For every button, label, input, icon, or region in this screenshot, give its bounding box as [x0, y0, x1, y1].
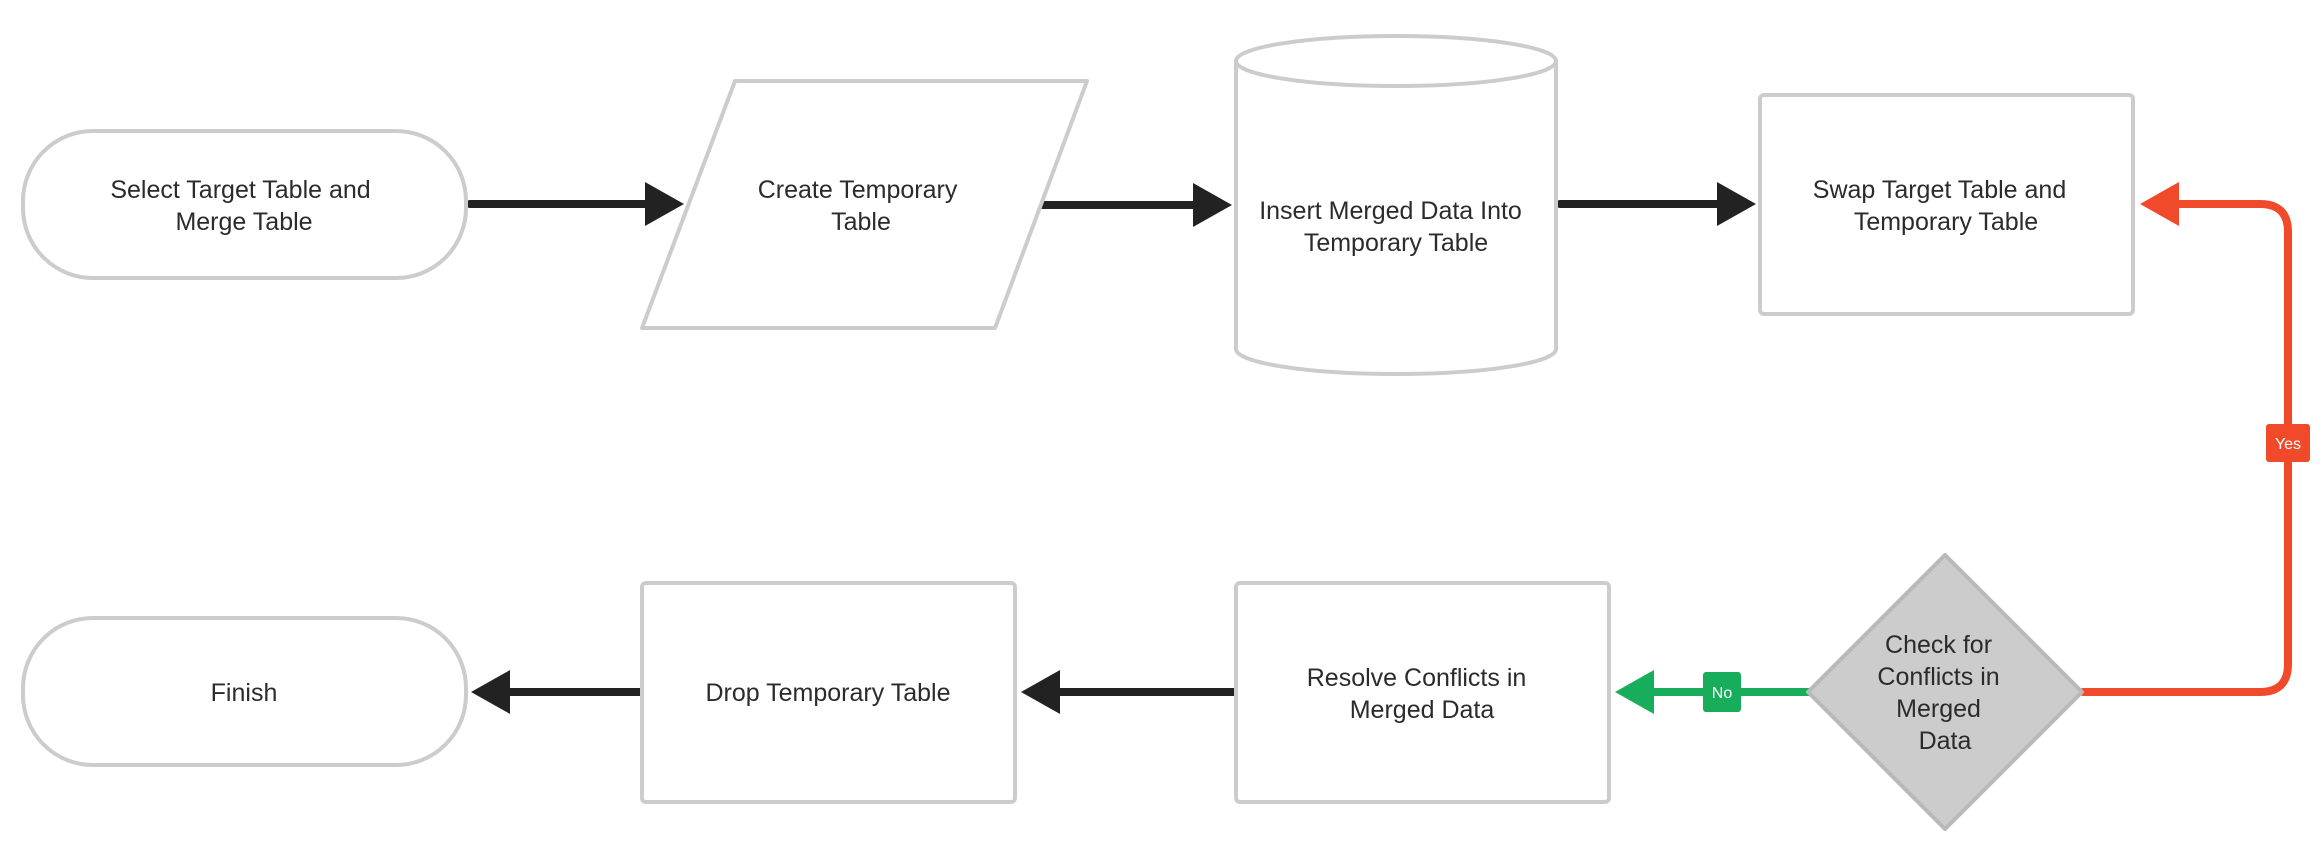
- cylinder-top: [1234, 34, 1558, 88]
- node-create-temporary-table[interactable]: Create Temporary Table: [640, 79, 1089, 330]
- edge-select-to-create: [466, 182, 684, 226]
- node-label: Resolve Conflicts in Merged Data: [1307, 664, 1533, 724]
- node-label: Create Temporary Table: [758, 176, 965, 236]
- node-resolve-conflicts[interactable]: Resolve Conflicts in Merged Data: [1234, 581, 1611, 804]
- edge-resolve-to-drop: [1021, 670, 1238, 714]
- edge-label-no: No: [1712, 685, 1733, 702]
- cylinder-body: [1234, 61, 1558, 376]
- node-label: Swap Target Table and Temporary Table: [1813, 176, 2073, 236]
- rectangle-shape: [1234, 581, 1611, 804]
- node-label: Finish: [211, 679, 278, 707]
- edge-label-badge: [2266, 424, 2310, 462]
- rectangle-shape: [1758, 93, 2135, 316]
- node-label: Insert Merged Data Into Temporary Table: [1259, 197, 1529, 257]
- edge-label-yes: Yes: [2275, 436, 2301, 453]
- arrowhead: [1615, 670, 1654, 714]
- edges: Yes No: [466, 182, 2310, 714]
- arrowhead: [1717, 182, 1756, 226]
- parallelogram-shape: [640, 79, 1089, 330]
- terminator-shape: [21, 129, 468, 280]
- node-finish[interactable]: Finish: [21, 616, 468, 767]
- node-select-target-table[interactable]: Select Target Table and Merge Table: [21, 129, 468, 280]
- node-insert-merged-data[interactable]: Insert Merged Data Into Temporary Table: [1234, 34, 1558, 376]
- edge-insert-to-swap: [1556, 182, 1756, 226]
- node-check-for-conflicts[interactable]: Check for Conflicts in Merged Data: [1806, 553, 2084, 831]
- node-label: Drop Temporary Table: [705, 679, 950, 707]
- edge-check-to-swap-yes: Yes: [2079, 182, 2310, 696]
- edge-drop-to-finish: [471, 670, 644, 714]
- nodes: Select Target Table and Merge Table Crea…: [21, 34, 2135, 831]
- node-swap-tables[interactable]: Swap Target Table and Temporary Table: [1758, 93, 2135, 316]
- arrowhead: [645, 182, 684, 226]
- edge-check-to-resolve-no: No: [1615, 670, 1814, 714]
- edge-create-to-insert: [1038, 183, 1232, 227]
- arrowhead: [471, 670, 510, 714]
- diamond-shape: [1806, 553, 2084, 831]
- arrowhead: [1021, 670, 1060, 714]
- node-drop-temporary-table[interactable]: Drop Temporary Table: [640, 581, 1017, 804]
- edge-label-badge: [1703, 672, 1741, 712]
- arrowhead: [1193, 183, 1232, 227]
- node-label: Select Target Table and Merge Table: [110, 176, 377, 236]
- node-label: Check for Conflicts in Merged Data: [1877, 631, 2006, 755]
- arrowhead: [2140, 182, 2179, 226]
- rectangle-shape: [640, 581, 1017, 804]
- terminator-shape: [21, 616, 468, 767]
